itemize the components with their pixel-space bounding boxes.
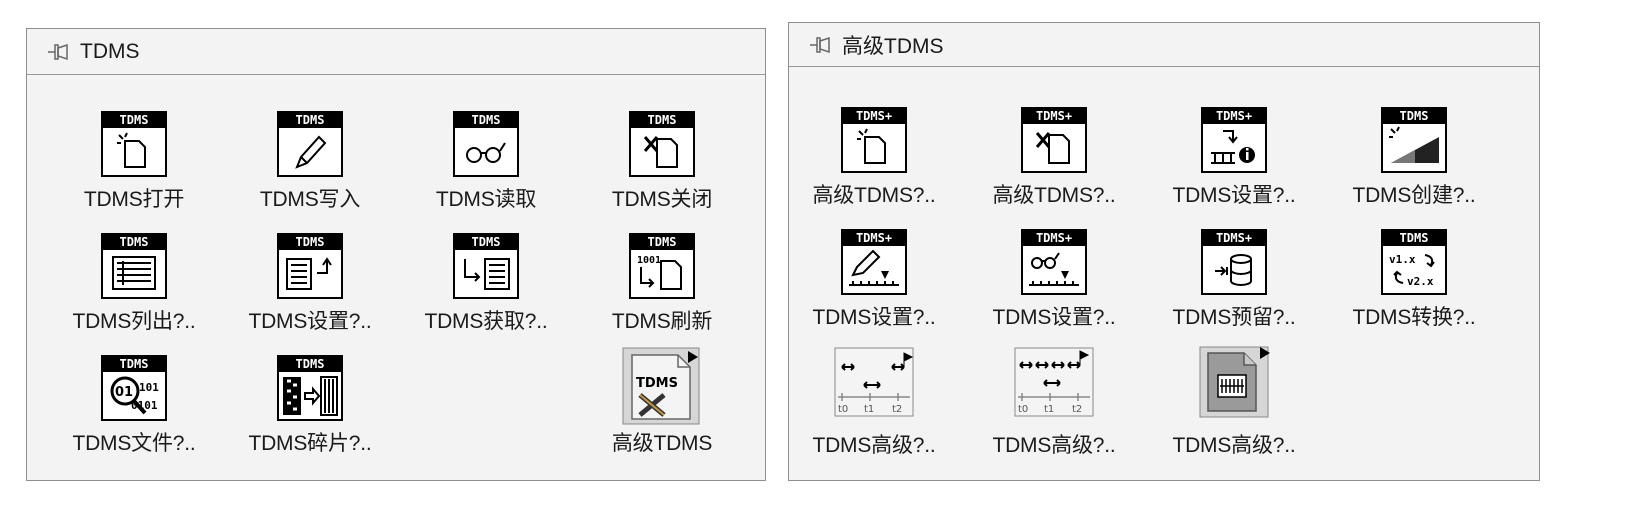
svg-text:TDMS+: TDMS+ xyxy=(856,109,892,123)
svg-text:TDMS: TDMS xyxy=(1400,231,1429,245)
pin-icon[interactable] xyxy=(47,40,71,64)
adv-tdms-open-icon: TDMS+ xyxy=(841,107,907,173)
svg-text:TDMS: TDMS xyxy=(472,235,501,249)
svg-text:TDMS: TDMS xyxy=(120,235,149,249)
svg-text:TDMS: TDMS xyxy=(636,376,678,391)
svg-text:TDMS+: TDMS+ xyxy=(1036,231,1072,245)
svg-text:1001: 1001 xyxy=(637,255,661,266)
advanced-tdms-palette: 高级TDMS TDMS+ 高级TDMS?.. TDMS+ 高级TDMS?.. T… xyxy=(788,22,1540,481)
palette-title: 高级TDMS xyxy=(842,34,944,58)
svg-text:TDMS+: TDMS+ xyxy=(1216,231,1252,245)
svg-text:t1: t1 xyxy=(864,404,874,415)
tdms-convert-format-icon: TDMS v1.x v2.x xyxy=(1381,229,1447,295)
svg-text:TDMS: TDMS xyxy=(120,357,149,371)
svg-text:t2: t2 xyxy=(892,404,902,415)
svg-text:TDMS: TDMS xyxy=(1400,109,1429,123)
tdms-write-icon: TDMS xyxy=(277,111,343,177)
svg-text:TDMS+: TDMS+ xyxy=(1036,109,1072,123)
svg-text:TDMS: TDMS xyxy=(648,113,677,127)
tdms-close-icon: TDMS xyxy=(629,111,695,177)
tdms-set-next-read-icon: TDMS+ xyxy=(1021,229,1087,295)
svg-text:01: 01 xyxy=(115,385,133,400)
svg-text:101: 101 xyxy=(139,381,159,394)
svg-text:TDMS: TDMS xyxy=(296,357,325,371)
tdms-flush-icon: TDMS 1001 xyxy=(629,233,695,299)
tdms-set-channel-info-icon: TDMS+ xyxy=(1201,107,1267,173)
svg-text:TDMS: TDMS xyxy=(120,113,149,127)
pin-icon[interactable] xyxy=(809,33,833,57)
tdms-reserve-file-size-icon: TDMS+ xyxy=(1201,229,1267,295)
svg-text:v2.x: v2.x xyxy=(1407,275,1434,288)
tdms-open-icon: TDMS xyxy=(101,111,167,177)
palette-title: TDMS xyxy=(80,39,140,63)
svg-text:TDMS: TDMS xyxy=(296,113,325,127)
svg-text:TDMS+: TDMS+ xyxy=(856,231,892,245)
tdms-async-read-icon: t0 t1 t2 xyxy=(1014,347,1094,417)
palette-header: 高级TDMS xyxy=(789,23,1539,67)
svg-text:TDMS+: TDMS+ xyxy=(1216,109,1252,123)
svg-text:TDMS: TDMS xyxy=(472,113,501,127)
svg-text:TDMS: TDMS xyxy=(296,235,325,249)
tdms-file-viewer-icon: TDMS 101 0101 01 xyxy=(101,355,167,421)
tdms-set-icon: TDMS xyxy=(277,233,343,299)
tdms-data-ref-icon xyxy=(1199,346,1270,418)
svg-text:t0: t0 xyxy=(838,404,848,415)
svg-text:t1: t1 xyxy=(1044,404,1054,415)
svg-text:t0: t0 xyxy=(1018,404,1028,415)
tdms-read-icon: TDMS xyxy=(453,111,519,177)
tdms-get-icon: TDMS xyxy=(453,233,519,299)
tdms-palette: TDMS TDMS TDMS打开 TDMS TDMS写入 TDMS xyxy=(26,28,766,481)
adv-tdms-close-icon: TDMS+ xyxy=(1021,107,1087,173)
tdms-create-scaling-icon: TDMS xyxy=(1381,107,1447,173)
tdms-set-next-write-icon: TDMS+ xyxy=(841,229,907,295)
svg-text:TDMS: TDMS xyxy=(648,235,677,249)
advanced-tdms-subpalette-icon: TDMS xyxy=(622,347,700,425)
tdms-async-write-icon: t0 t1 t2 xyxy=(834,347,914,417)
svg-text:v1.x: v1.x xyxy=(1389,253,1416,266)
tdms-defrag-icon: TDMS xyxy=(277,355,343,421)
svg-text:t2: t2 xyxy=(1072,404,1082,415)
palette-header: TDMS xyxy=(27,29,765,75)
tdms-list-icon: TDMS xyxy=(101,233,167,299)
